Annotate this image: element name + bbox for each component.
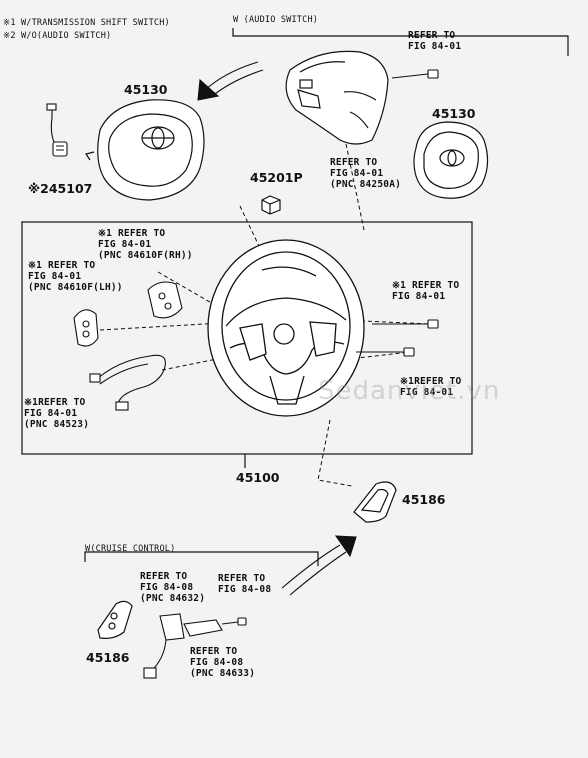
airbag-45130-right xyxy=(413,121,489,199)
note-1: ※1 W/TRANSMISSION SHIFT SWITCH) xyxy=(3,18,170,28)
ref-right-1: ※1 REFER TO FIG 84-01 xyxy=(392,280,460,302)
group-cruise-label: W(CRUISE CONTROL) xyxy=(85,544,176,554)
switch-lh xyxy=(73,309,99,347)
audio-switch-trim xyxy=(285,50,389,145)
audio-screw xyxy=(391,69,439,79)
ref-audio-mid: REFER TO FIG 84-01 (PNC 84250A) xyxy=(330,157,402,190)
part-45107-wire xyxy=(46,103,68,157)
ref-cruise-2: REFER TO FIG 84-08 xyxy=(218,573,272,595)
part-45186-left: 45186 xyxy=(86,650,130,665)
part-45107: ※245107 xyxy=(28,181,93,196)
part-45186-right: 45186 xyxy=(402,492,446,507)
audio-group-bracket xyxy=(232,28,569,56)
switch-rh xyxy=(147,281,183,319)
cover-45186-right xyxy=(353,481,397,523)
ref-cruise-3: REFER TO FIG 84-08 (PNC 84633) xyxy=(190,646,256,679)
cover-45186-left xyxy=(97,600,133,639)
cruise-switch xyxy=(143,613,247,679)
part-45201p: 45201P xyxy=(250,170,303,185)
part-45130-left: 45130 xyxy=(124,82,168,97)
nut-45201p xyxy=(261,195,281,215)
group-audio-label: W (AUDIO SWITCH) xyxy=(233,15,319,25)
watermark: Sedanviet.vn xyxy=(318,376,501,406)
ref-audio-top: REFER TO FIG 84-01 xyxy=(408,30,462,52)
install-arrow-top xyxy=(197,61,264,101)
ref-cruise-1: REFER TO FIG 84-08 (PNC 84632) xyxy=(140,571,206,604)
ref-rh: ※1 REFER TO FIG 84-01 (PNC 84610F(RH)) xyxy=(98,228,193,261)
ref-left-low: ※1REFER TO FIG 84-01 (PNC 84523) xyxy=(24,397,90,430)
ref-right-2: ※1REFER TO FIG 84-01 xyxy=(400,376,462,398)
wire-harness-84523 xyxy=(89,354,166,411)
part-45100: 45100 xyxy=(236,470,280,485)
note-2: ※2 W/O(AUDIO SWITCH) xyxy=(3,31,112,41)
screws-right xyxy=(356,319,439,357)
steering-wheel-box xyxy=(21,221,473,455)
part-45130-right: 45130 xyxy=(432,106,476,121)
ref-lh: ※1 REFER TO FIG 84-01 (PNC 84610F(LH)) xyxy=(28,260,123,293)
airbag-45130-left xyxy=(85,99,205,201)
steering-wheel-45100 xyxy=(207,239,365,417)
install-arrow-bottom xyxy=(281,535,357,596)
